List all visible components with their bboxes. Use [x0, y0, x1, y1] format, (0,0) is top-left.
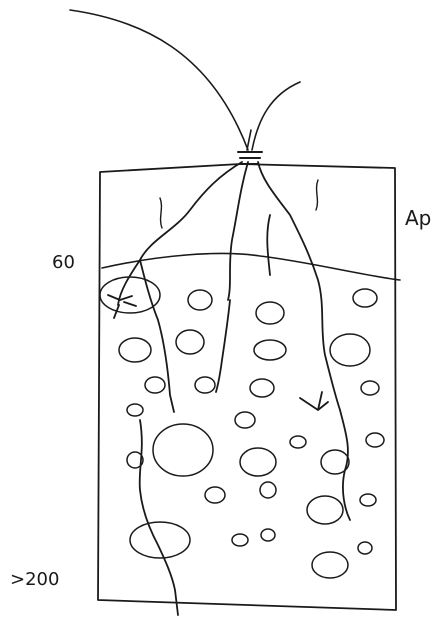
depth-label-bottom: >200: [10, 569, 59, 590]
horizon-boundary: [102, 253, 400, 280]
soil-aggregates: [119, 289, 384, 578]
horizon-label: Ap: [405, 206, 431, 230]
root-system: [108, 162, 350, 615]
plant-stems: [70, 10, 300, 150]
depth-label-top: 60: [52, 252, 75, 273]
